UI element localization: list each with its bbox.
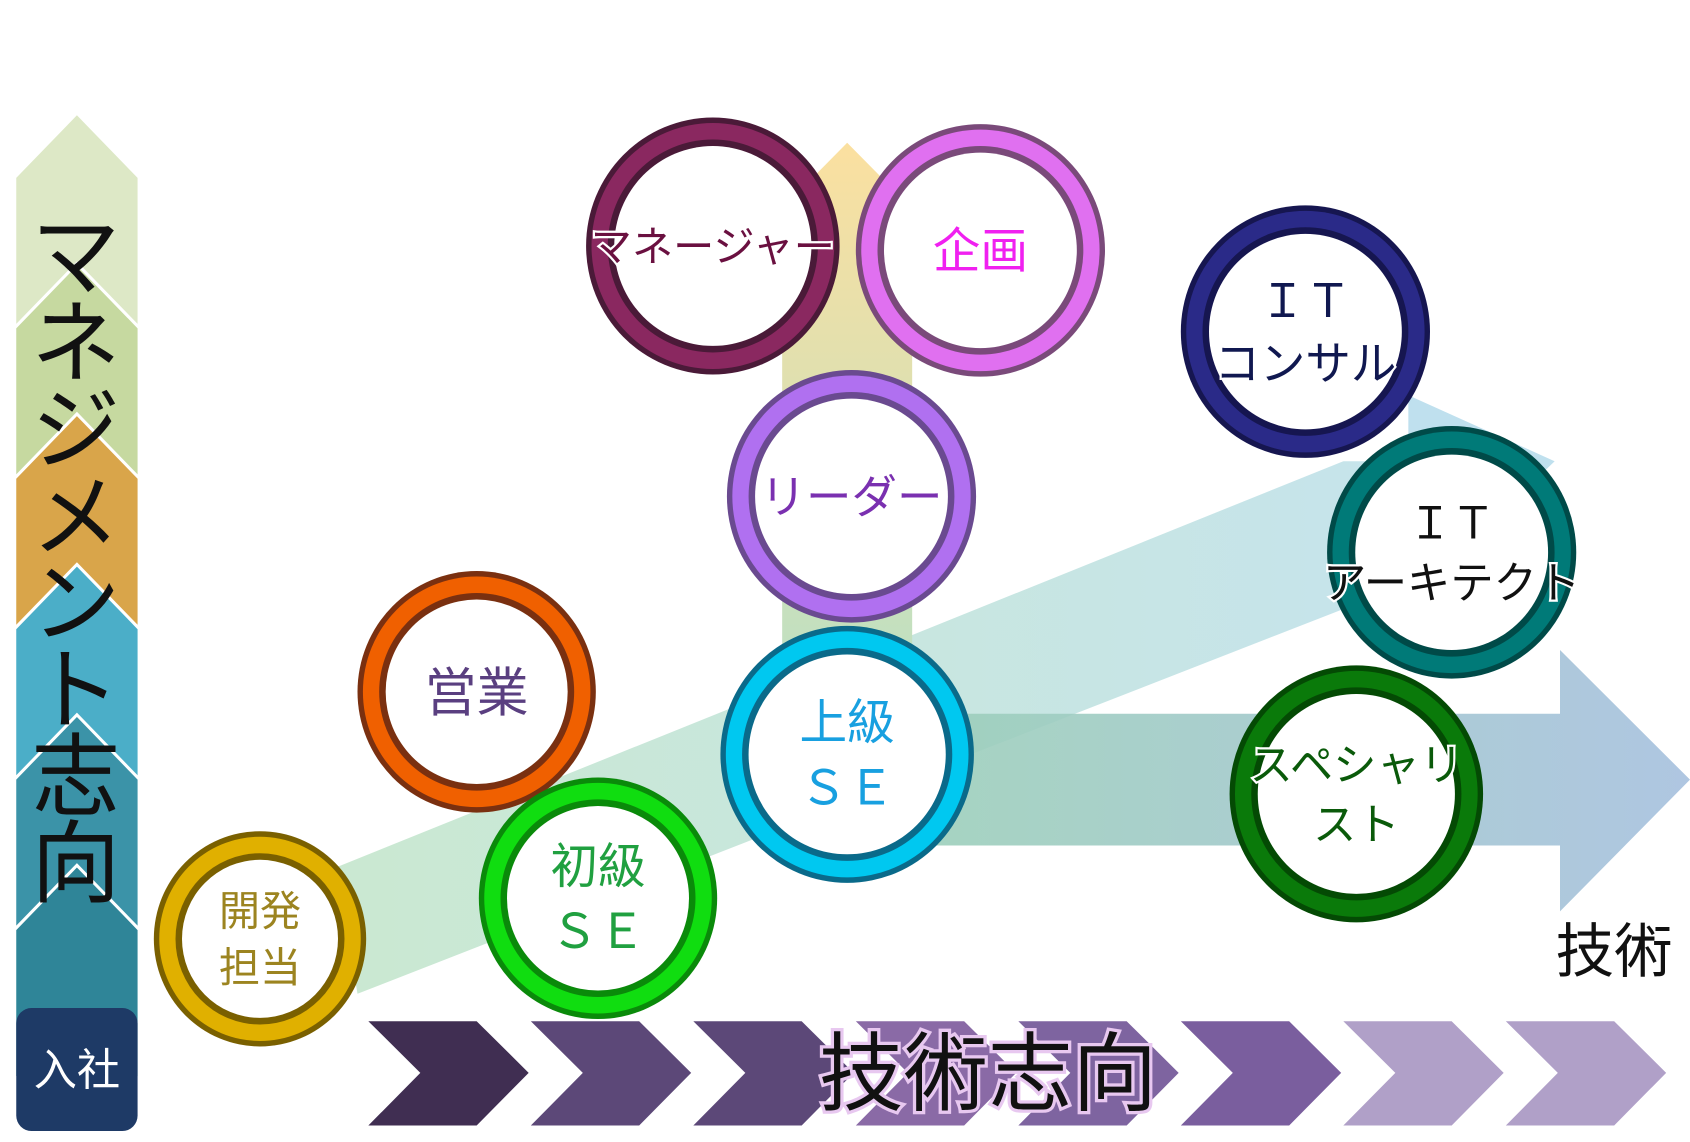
tech-axis-chevrons <box>368 1021 1667 1126</box>
node-label: リーダー <box>761 470 943 524</box>
node-senior-se: 上級 ＳＥ <box>720 625 974 883</box>
start-label: 入社 <box>34 1046 121 1096</box>
management-axis-char: ジ <box>31 379 120 484</box>
management-axis-char: マ <box>31 205 120 310</box>
node-center <box>1209 233 1402 430</box>
node-label: 企画 <box>933 223 1028 279</box>
node-label: ＩＴ <box>1408 499 1495 549</box>
node-label: 開発 <box>219 887 301 935</box>
node-center <box>385 599 568 785</box>
node-it-consultant: ＩＴ コンサル <box>1180 205 1430 458</box>
node-label: コンサル <box>1214 336 1396 390</box>
tech-chevron <box>693 1021 854 1126</box>
management-chevron <box>16 717 138 926</box>
management-axis-char: 向 <box>31 812 120 917</box>
node-label: 上級 <box>800 695 895 751</box>
node-label: ＳＥ <box>550 904 645 960</box>
management-axis-label: マネジメント志向 <box>31 205 120 917</box>
node-leader: リーダー <box>726 370 977 623</box>
node-label: 担当 <box>219 944 301 992</box>
node-label: 初級 <box>550 839 645 895</box>
tech-chevron <box>1018 1021 1179 1126</box>
node-label: アーキテクト <box>1323 559 1580 609</box>
node-label: 営業 <box>425 662 529 723</box>
node-label: ＩＴ <box>1260 274 1351 328</box>
node-it-architect: ＩＴ アーキテクト <box>1321 426 1582 679</box>
node-sales: 営業 <box>357 571 596 813</box>
node-center <box>748 654 946 855</box>
node-manager: マネージャー <box>586 117 840 375</box>
node-center <box>614 146 812 346</box>
node-center <box>507 805 689 991</box>
tech-chevron <box>1180 1021 1342 1126</box>
management-chevron <box>16 115 138 324</box>
tech-arrow-label: 技術 <box>1556 916 1673 985</box>
management-axis-char: ト <box>31 639 120 744</box>
node-label: スペシャリ <box>1250 741 1464 791</box>
management-axis-char: ネ <box>31 292 120 397</box>
tech-chevron <box>368 1021 529 1126</box>
start-box <box>16 1008 138 1132</box>
node-center <box>755 398 948 595</box>
tech-chevron <box>1505 1021 1667 1126</box>
node-planning: 企画 <box>855 124 1105 377</box>
management-chevron <box>16 566 138 776</box>
node-center <box>1257 693 1455 894</box>
management-chevron <box>16 416 138 625</box>
node-junior-se: 初級 ＳＥ <box>478 777 718 1020</box>
management-axis-char: メ <box>31 465 120 570</box>
management-axis-char: ン <box>31 552 120 657</box>
tech-chevron <box>1343 1021 1504 1126</box>
node-label: マネージャー <box>591 223 835 271</box>
node-center <box>884 152 1077 349</box>
node-label: ＳＥ <box>800 760 895 816</box>
tech-axis-label: 技術志向 <box>819 1025 1157 1125</box>
node-center <box>182 859 338 1018</box>
tech-chevron <box>855 1021 1017 1126</box>
tech-chevron <box>530 1021 692 1126</box>
node-label: スト <box>1313 800 1400 850</box>
management-axis-char: 志 <box>31 726 120 831</box>
node-center <box>1355 454 1549 651</box>
management-chevron <box>16 265 138 475</box>
